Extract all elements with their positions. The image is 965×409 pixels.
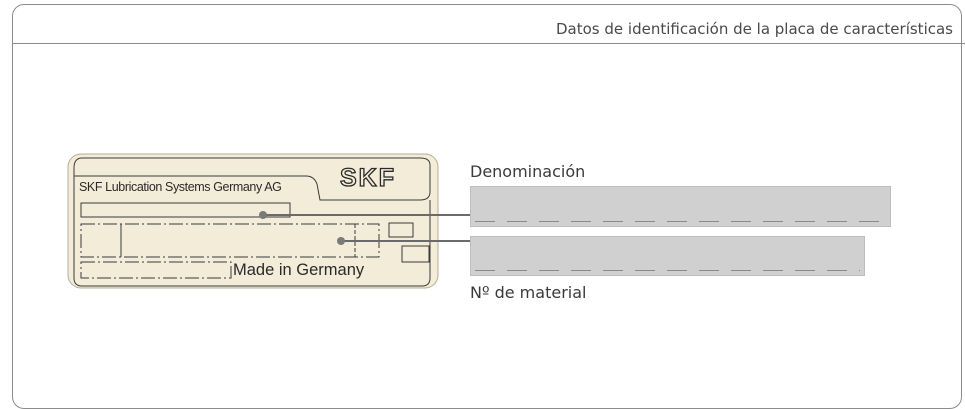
plate-small-box-1 (388, 222, 414, 238)
plate-small-box-2 (401, 245, 430, 263)
material-number-field[interactable] (470, 236, 865, 276)
designation-leader-dot (259, 211, 267, 219)
header-divider (12, 43, 965, 44)
page-title: Datos de identificación de la placa de c… (556, 20, 953, 38)
designation-label: Denominación (470, 162, 586, 181)
designation-field[interactable] (470, 186, 891, 227)
material-leader-dot (337, 237, 345, 245)
plate-designation-slot (80, 202, 291, 218)
nameplate-inner-frame (73, 157, 431, 201)
material-number-label: Nº de material (470, 283, 587, 302)
designation-dash-line (475, 221, 886, 222)
material-number-dash-line (475, 270, 860, 271)
plate-serial-slot (80, 261, 232, 279)
plate-made-in: Made in Germany (233, 261, 365, 279)
nameplate-bottom-frame (73, 176, 431, 287)
plate-company-name: SKF Lubrication Systems Germany AG (79, 180, 282, 194)
nameplate-body (67, 153, 439, 289)
skf-logo: SKF (339, 164, 396, 192)
